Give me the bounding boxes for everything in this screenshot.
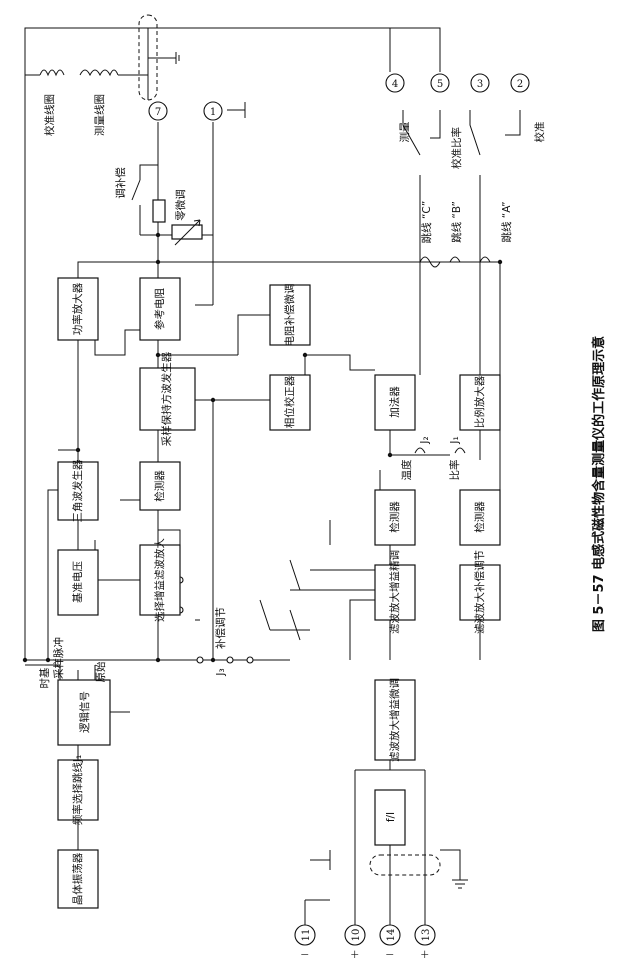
block-logic-signal: 逻辑信号	[57, 679, 111, 746]
label-measure: 测量	[398, 121, 411, 142]
terminal-7: 7	[148, 101, 168, 121]
terminal-13-sign: ＋	[420, 950, 430, 961]
terminal-11: 11 －	[294, 924, 316, 961]
block-ref-resistor: 参考电阻	[139, 277, 181, 341]
block-filter-comp: 滤波放大补偿调节	[459, 550, 501, 634]
block-sample-hold: 采样保持方波发生器	[139, 351, 196, 446]
block-f-i: f/I	[374, 789, 406, 846]
label-ref-voltage: 基准电压	[71, 561, 84, 603]
terminal-14-sign: －	[385, 950, 395, 961]
label-jumper-b: 跳线 “B”	[450, 201, 463, 243]
block-detector-top: 检测器	[139, 461, 181, 511]
terminal-10-label: 10	[351, 929, 362, 942]
label-j3: J₃	[215, 668, 227, 676]
label-freq-select: 频率选择跳线J₁	[71, 755, 84, 825]
label-filter-comp: 滤波放大补偿调节	[473, 550, 486, 634]
block-select-gain: 选择增益滤波放大	[139, 538, 181, 622]
label-logic-signal: 逻辑信号	[78, 691, 91, 733]
label-j1: J₁	[449, 436, 461, 444]
label-resistor-comp: 电阻补偿微调	[283, 284, 296, 347]
terminal-5-label: 5	[437, 79, 443, 90]
block-detector-right: 检测器	[459, 489, 501, 546]
shield-lines	[138, 14, 441, 876]
terminal-1-label: 1	[210, 107, 216, 118]
block-ratio-amp: 比例放大器	[459, 374, 501, 431]
terminal-11-sign: －	[300, 950, 310, 961]
label-calib-ratio: 校准比率	[450, 127, 463, 169]
label-power-amp: 功率放大器	[71, 282, 84, 335]
block-triangle-gen: 三角波发生器	[57, 459, 99, 523]
label-jumper-c: 跳线 “C”	[420, 201, 433, 244]
label-crystal-osc: 晶体振荡器	[71, 852, 84, 905]
label-select-gain: 选择增益滤波放大	[153, 538, 166, 622]
block-filter-gain-fine: 滤波放大增益精调	[374, 550, 416, 634]
terminal-11-label: 11	[301, 929, 312, 942]
terminal-13: 13 ＋	[414, 924, 436, 961]
label-detector-top: 检测器	[153, 470, 166, 502]
terminal-2-label: 2	[517, 79, 523, 90]
label-sample-pulse: 采样脉冲	[52, 637, 65, 679]
label-calib-coil: 校准线圈	[43, 94, 56, 136]
block-crystal-osc: 晶体振荡器	[57, 849, 99, 909]
terminal-14-label: 14	[386, 929, 397, 942]
coil-icons	[39, 69, 119, 77]
junction-dots	[22, 232, 503, 663]
block-power-amp: 功率放大器	[57, 277, 99, 341]
terminal-13-label: 13	[421, 929, 432, 942]
block-detector-mid: 检测器	[374, 489, 416, 546]
terminal-10-sign: ＋	[350, 950, 360, 961]
label-sample-hold: 采样保持方波发生器	[160, 351, 173, 446]
figure-caption: 图 5－57 电感式磁性物含量测量仪的工作原理示意	[591, 336, 607, 632]
block-filter-gain-bottom: 滤波放大增益微调	[374, 678, 416, 762]
label-detector-mid: 检测器	[388, 501, 401, 533]
terminal-3: 3	[470, 73, 490, 93]
label-calib: 校准	[533, 122, 546, 143]
terminal-3-label: 3	[477, 79, 483, 90]
label-zero-fine: 零微调	[174, 189, 187, 221]
label-f-i: f/I	[385, 812, 397, 822]
terminal-4: 4	[385, 73, 405, 93]
label-adjust-comp: 调补偿	[114, 167, 127, 199]
terminal-5: 5	[430, 73, 450, 93]
label-jumper-a: 跳线 “A”	[500, 201, 513, 242]
jumper-icons	[414, 256, 491, 454]
label-ratio-amp: 比例放大器	[473, 375, 486, 428]
label-ratio: 比率	[448, 460, 461, 481]
block-freq-select: 频率选择跳线J₁	[57, 755, 99, 825]
label-clock: 时基	[38, 667, 51, 688]
label-meas-coil: 测量线圈	[93, 94, 106, 136]
label-j2: J₂	[419, 436, 431, 444]
terminal-10: 10 ＋	[344, 924, 366, 961]
terminal-2: 2	[510, 73, 530, 93]
block-phase-corrector: 相位校正器	[269, 374, 311, 431]
label-adder: 加法器	[388, 386, 401, 418]
label-filter-gain-bottom: 滤波放大增益微调	[388, 678, 401, 762]
resistor-icons	[152, 199, 203, 246]
terminal-1: 1	[203, 101, 223, 121]
label-detector-right: 检测器	[473, 501, 486, 533]
terminal-4-label: 4	[392, 79, 398, 90]
label-phase-corrector: 相位校正器	[283, 375, 296, 428]
label-comp-adjust: 补偿调节	[214, 607, 227, 649]
block-resistor-comp: 电阻补偿微调	[269, 284, 311, 347]
label-ref-resistor: 参考电阻	[153, 288, 166, 330]
wires	[24, 27, 521, 890]
label-filter-gain-fine: 滤波放大增益精调	[388, 550, 401, 634]
terminal-7-label: 7	[155, 107, 161, 118]
label-temperature: 温度	[400, 459, 413, 480]
terminal-14: 14 －	[379, 924, 401, 961]
terminal-wires	[304, 890, 426, 925]
block-ref-voltage: 基准电压	[57, 549, 99, 616]
block-adder: 加法器	[374, 374, 416, 431]
label-original: 原始	[94, 661, 107, 682]
label-triangle-gen: 三角波发生器	[71, 459, 84, 522]
